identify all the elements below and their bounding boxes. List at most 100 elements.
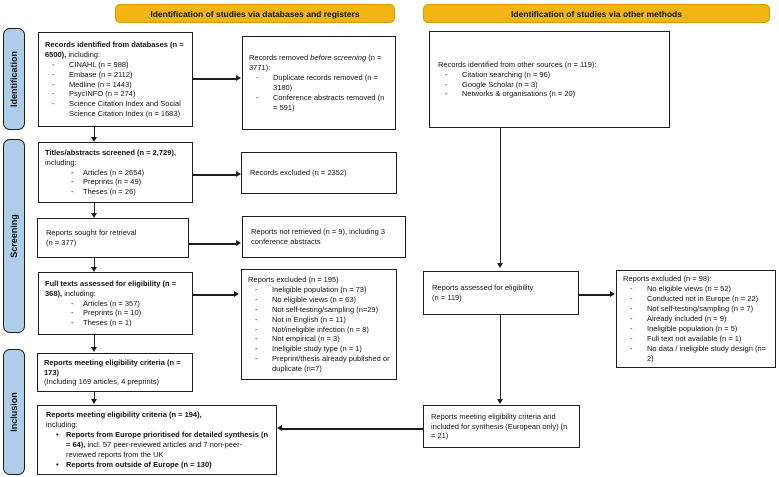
banner-other-label: Identification of studies via other meth… — [511, 8, 682, 19]
stage-screening: Screening — [3, 139, 25, 333]
arrow-db-to-removed-head — [236, 75, 241, 82]
list-item: Theses (n = 26) — [45, 187, 186, 197]
box-title: Records removed before screening (n = 37… — [249, 53, 382, 73]
list-item: Science Citation Index and Social Scienc… — [45, 99, 186, 119]
list-item: Reports from Europe prioritised for deta… — [46, 430, 270, 460]
arrow-fulltexts-to-meeting173-head — [91, 346, 98, 352]
stage-inclusion-label: Inclusion — [9, 392, 20, 432]
list-item: Articles (n = 2654) — [45, 168, 186, 178]
arrow-fulltexts-to-meeting173-line — [94, 335, 96, 347]
list-item: Ineligible population (n = 73) — [248, 285, 390, 295]
box-reports-sought: Reports sought for retrieval (n = 377) — [37, 218, 189, 258]
list-item: Ineligible population (n = 5) — [623, 324, 769, 334]
arrow-sought-to-notretrieved-line — [189, 243, 236, 245]
box-subtitle: (Including 169 articles, 4 preprints) — [44, 377, 160, 387]
box-records-excluded: Records excluded (n = 2352) — [241, 152, 397, 194]
box-title: Reports meeting eligibility criteria (n … — [46, 410, 202, 420]
box-reports-excluded-98: Reports excluded (n = 98): No eligible v… — [616, 270, 776, 368]
stage-identification: Identification — [3, 28, 25, 130]
arrow-othersources-to-assessed-head — [496, 263, 503, 269]
box-title: Records identified from databases (n = 6… — [45, 39, 184, 59]
list-item: Networks & organisations (n = 20) — [438, 89, 663, 99]
box-text: Reports not retrieved (n = 9), including… — [251, 227, 386, 246]
list-item: Preprint/thesis already published or dup… — [248, 354, 390, 374]
arrow-screened-to-sought-line — [94, 203, 96, 214]
arrow-screened-to-sought-head — [91, 213, 98, 218]
box-title: Reports excluded (n = 195) — [248, 275, 339, 285]
arrow-db-to-screened-line — [94, 127, 96, 137]
list-item: Not self-testing/sampling (n=29) — [248, 305, 390, 315]
arrow-sought-to-fulltexts-line — [94, 258, 96, 267]
box-title-rest: including: — [46, 420, 78, 430]
box-title: Titles/abstracts screened (n = 2,729), i… — [45, 147, 176, 167]
arrow-fulltexts-to-excluded-head — [234, 291, 239, 298]
arrow-assessed-to-synthesis-line — [499, 315, 501, 400]
box-titles-abstracts-screened: Titles/abstracts screened (n = 2,729), i… — [38, 142, 193, 203]
list-item: Preprints (n = 10) — [45, 308, 186, 318]
box-records-removed: Records removed before screening (n = 37… — [242, 36, 396, 130]
box-reports-assessed: Reports assessed for eligibility (n = 11… — [423, 271, 579, 315]
arrow-fulltexts-to-excluded-line — [193, 294, 234, 296]
box-reports-not-retrieved: Reports not retrieved (n = 9), including… — [242, 216, 406, 258]
banner-databases-label: Identification of studies via databases … — [150, 8, 360, 19]
box-meeting-criteria-173: Reports meeting eligibility criteria (n … — [37, 353, 193, 392]
box-records-identified-databases: Records identified from databases (n = 6… — [38, 32, 193, 127]
list-item: Duplicate records removed (n = 3180) — [249, 73, 389, 93]
box-title: Records identified from other sources (n… — [438, 59, 597, 69]
box-text-line2: (n = 119) — [432, 293, 462, 302]
arrow-assessed-to-excluded98-head — [610, 291, 615, 298]
list-item: CINAHL (n = 988) — [45, 60, 186, 70]
arrow-synthesis-to-meeting194-head — [277, 425, 282, 432]
list-item: Already included (n = 9) — [623, 314, 769, 324]
stage-identification-label: Identification — [9, 51, 19, 107]
box-full-texts-assessed: Full texts assessed for eligibility (n =… — [38, 272, 193, 335]
list-item: Citation searching (n = 96) — [438, 70, 663, 80]
list-item: Not empirical (n = 3) — [248, 334, 390, 344]
list-item: Ineligible study type (n = 1) — [248, 344, 390, 354]
list-item: Conducted not in Europe (n = 22) — [623, 294, 769, 304]
list-item: Not/ineligible infection (n = 8) — [248, 325, 390, 335]
list-item: Embase (n = 2112) — [45, 70, 186, 80]
arrow-meeting173-to-meeting194-line — [94, 392, 96, 400]
list-item: Articles (n = 357) — [45, 299, 186, 309]
list-item: Preprints (n = 49) — [45, 177, 186, 187]
box-meeting-criteria-194: Reports meeting eligibility criteria (n … — [37, 405, 277, 475]
box-reports-excluded-195: Reports excluded (n = 195) Ineligible po… — [241, 269, 397, 380]
arrow-sought-to-notretrieved-head — [236, 240, 241, 247]
box-text-line1: Reports sought for retrieval — [46, 228, 137, 238]
list-item: Not in English (n = 11) — [248, 315, 390, 325]
box-text: Reports meeting eligibility criteria and… — [431, 411, 568, 441]
arrow-db-to-removed-line — [193, 78, 236, 80]
list-item: No eligible views (n = 63) — [248, 295, 390, 305]
list-item: Conference abstracts removed (n = 591) — [249, 93, 389, 113]
box-text: Records excluded (n = 2352) — [250, 168, 347, 178]
arrow-screened-to-excluded-line — [193, 174, 236, 176]
arrow-othersources-to-assessed-line — [499, 128, 501, 264]
list-item: No data / ineligible study design (n= 2) — [623, 344, 769, 364]
arrow-screened-to-excluded-head — [236, 171, 241, 178]
box-text-line1: Reports assessed for eligibility — [432, 283, 534, 293]
list-item: Theses (n = 1) — [45, 318, 186, 328]
box-title: Full texts assessed for eligibility (n =… — [45, 278, 177, 298]
box-text-line2: (n = 377) — [46, 238, 77, 247]
arrow-meeting173-to-meeting194-head — [91, 399, 98, 405]
arrow-assessed-to-excluded98-line — [579, 294, 610, 296]
list-item: No eligible views (n = 52) — [623, 284, 769, 294]
box-title: Reports excluded (n = 98): — [623, 274, 712, 284]
banner-databases-registers: Identification of studies via databases … — [115, 4, 395, 23]
list-item: Full text not available (n = 1) — [623, 334, 769, 344]
banner-other-methods: Identification of studies via other meth… — [423, 4, 770, 23]
box-title: Reports meeting eligibility criteria (n … — [44, 357, 181, 377]
box-records-other-sources: Records identified from other sources (n… — [429, 31, 670, 128]
list-item: PsycINFO (n = 274) — [45, 89, 186, 99]
list-item: Reports from outside of Europe (n = 130) — [46, 460, 270, 470]
arrow-assessed-to-synthesis-head — [496, 399, 503, 405]
list-item: Medline (n = 1443) — [45, 80, 186, 90]
list-item: Google Scholar (n = 3) — [438, 80, 663, 90]
stage-inclusion: Inclusion — [3, 349, 25, 475]
box-included-synthesis: Reports meeting eligibility criteria and… — [423, 405, 580, 448]
arrow-sought-to-fulltexts-head — [91, 266, 98, 272]
list-item: Not self-testing/sampling (n = 7) — [623, 304, 769, 314]
stage-screening-label: Screening — [9, 214, 20, 258]
